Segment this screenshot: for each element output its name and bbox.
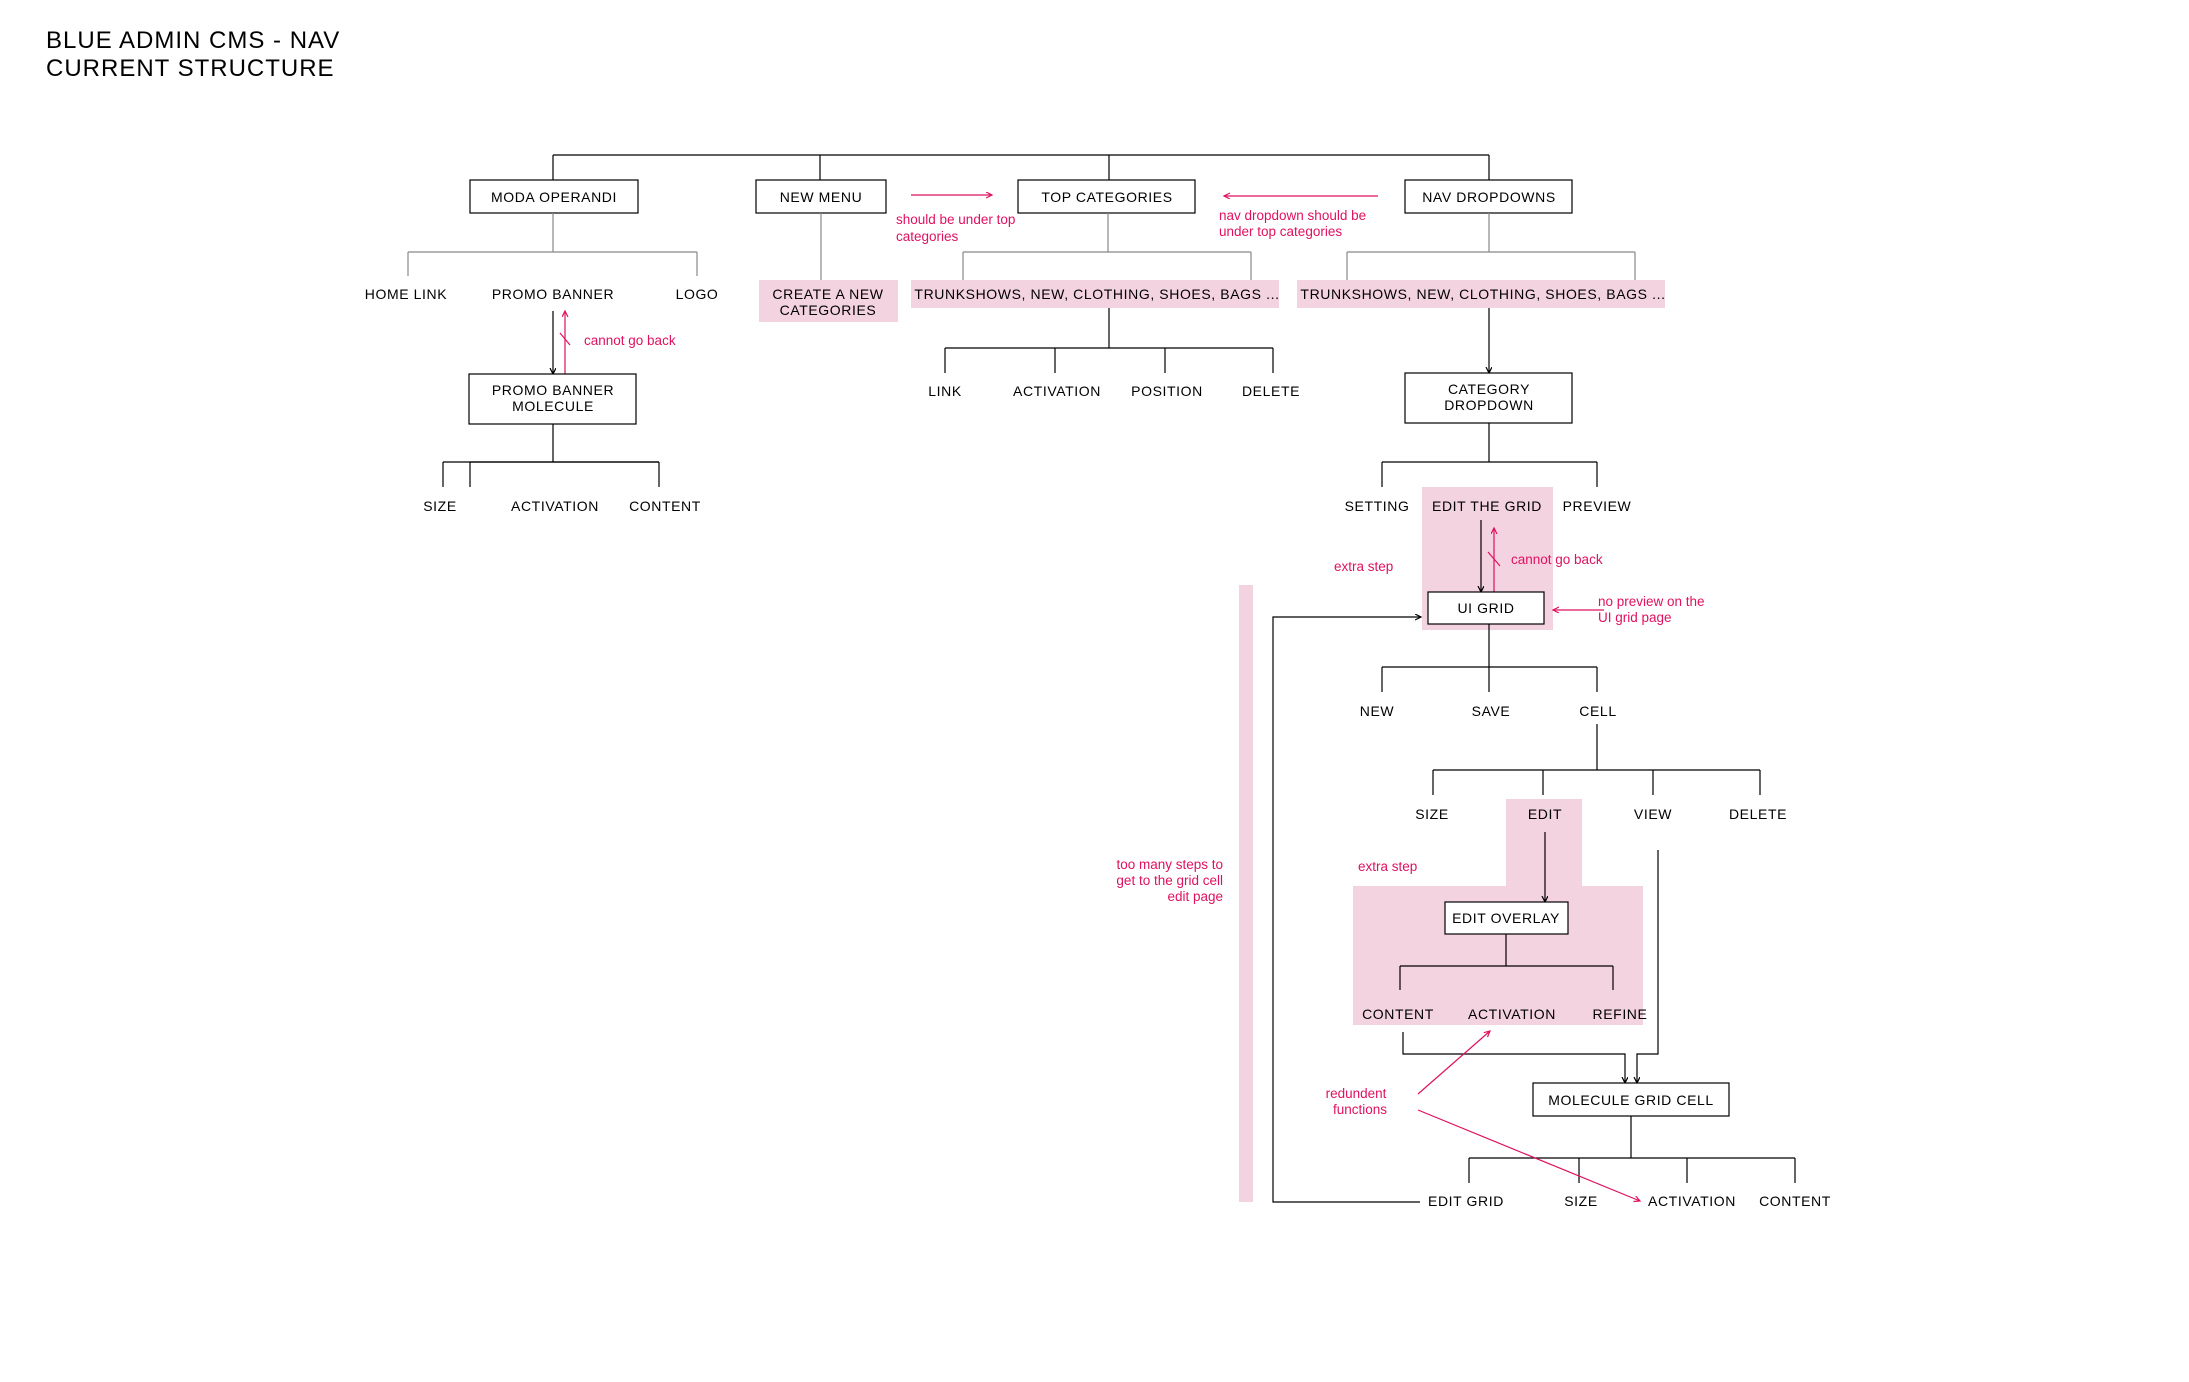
to-molecule-grid-cell-arrows — [1402, 850, 1659, 1083]
node-trunkshows-top: TRUNKSHOWS, NEW, CLOTHING, SHOES, BAGS .… — [914, 286, 1279, 302]
highlight-create-new-categories — [759, 280, 898, 322]
note-extra-step-grid: extra step — [1334, 559, 1393, 574]
node-tc-link: LINK — [928, 383, 962, 399]
node-create-new-categories-line-2: CATEGORIES — [780, 302, 877, 318]
node-pb-content: CONTENT — [629, 498, 701, 514]
top-level-nodes: MODA OPERANDI NEW MENU TOP CATEGORIES NA… — [469, 179, 1573, 214]
node-category-dropdown-line-1: CATEGORY — [1448, 381, 1530, 397]
edit-to-overlay-arrow — [1399, 832, 1614, 990]
node-cell: CELL — [1579, 703, 1616, 719]
grid-cannot-go-back-arrow — [1487, 528, 1501, 592]
top-level-connectors — [552, 154, 1490, 180]
edit-grid-loop-arrow — [1272, 617, 1421, 1203]
node-pb-size: SIZE — [423, 498, 457, 514]
note-redundant-line-1: redundent — [1326, 1086, 1387, 1101]
node-nav-dropdowns: NAV DROPDOWNS — [1422, 189, 1556, 205]
node-mgc-edit-grid: EDIT GRID — [1428, 1193, 1504, 1209]
node-mgc-activation: ACTIVATION — [1648, 1193, 1736, 1209]
node-top-categories: TOP CATEGORIES — [1041, 189, 1172, 205]
node-eo-refine: REFINE — [1593, 1006, 1648, 1022]
nav-dropdown-branch — [1381, 308, 1598, 487]
note-should-be-under-line-1: should be under top — [896, 212, 1015, 227]
promo-molecule-children-connectors — [442, 461, 659, 487]
note-cannot-go-back-promo: cannot go back — [584, 333, 676, 348]
node-box-edit-overlay — [1444, 901, 1569, 935]
node-ui-grid: UI GRID — [1457, 600, 1514, 616]
node-promo-banner: PROMO BANNER — [492, 286, 614, 302]
diagram-title-line-2: CURRENT STRUCTURE — [46, 55, 335, 82]
node-save: SAVE — [1472, 703, 1511, 719]
node-tc-delete: DELETE — [1242, 383, 1300, 399]
node-logo: LOGO — [676, 286, 719, 302]
node-eo-content: CONTENT — [1362, 1006, 1434, 1022]
node-cell-delete: DELETE — [1729, 806, 1787, 822]
node-category-dropdown-line-2: DROPDOWN — [1444, 397, 1534, 413]
note-should-be-under-line-2: categories — [896, 229, 959, 244]
node-box-moda-operandi — [469, 179, 639, 214]
note-redundant-line-2: functions — [1333, 1102, 1387, 1117]
node-create-new-categories-line-1: CREATE A NEW — [772, 286, 883, 302]
node-cell-view: VIEW — [1634, 806, 1672, 822]
node-cell-size: SIZE — [1415, 806, 1449, 822]
top-level-annotation-arrows — [911, 195, 1378, 196]
node-pb-activation: ACTIVATION — [511, 498, 599, 514]
note-too-many-steps-line-3: edit page — [1167, 889, 1223, 904]
node-molecule-grid-cell: MOLECULE GRID CELL — [1548, 1092, 1714, 1108]
node-edit-overlay: EDIT OVERLAY — [1452, 910, 1560, 926]
node-preview: PREVIEW — [1563, 498, 1632, 514]
note-nav-dropdown-line-2: under top categories — [1219, 224, 1342, 239]
node-cell-edit: EDIT — [1528, 806, 1562, 822]
ui-grid-children-connectors — [1381, 624, 1598, 692]
node-home-link: HOME LINK — [365, 286, 447, 302]
cell-children-connectors — [1432, 724, 1761, 795]
node-box-new-menu — [755, 179, 887, 214]
node-new: NEW — [1360, 703, 1395, 719]
node-box-top-categories — [1017, 179, 1196, 214]
note-extra-step-edit: extra step — [1358, 859, 1417, 874]
node-moda-operandi: MODA OPERANDI — [491, 189, 617, 205]
node-setting: SETTING — [1345, 498, 1410, 514]
node-tc-position: POSITION — [1131, 383, 1203, 399]
diagram-title-line-1: BLUE ADMIN CMS - NAV — [46, 27, 340, 54]
node-box-category-dropdown — [1404, 372, 1573, 424]
node-box-nav-dropdowns — [1404, 179, 1573, 214]
note-too-many-steps-line-2: get to the grid cell — [1116, 873, 1223, 888]
node-edit-the-grid: EDIT THE GRID — [1432, 498, 1542, 514]
node-tc-activation: ACTIVATION — [1013, 383, 1101, 399]
node-trunkshows-nav: TRUNKSHOWS, NEW, CLOTHING, SHOES, BAGS .… — [1300, 286, 1665, 302]
highlight-trunkshows-top — [911, 280, 1279, 308]
highlight-too-many-steps-bar — [1239, 585, 1253, 1202]
highlight-trunkshows-nav — [1297, 280, 1665, 308]
note-cannot-go-back-grid: cannot go back — [1511, 552, 1603, 567]
node-box-promo-banner-molecule — [468, 373, 637, 425]
molecule-grid-cell-children-connectors — [1468, 1116, 1796, 1183]
node-promo-banner-molecule-line-2: MOLECULE — [512, 398, 594, 414]
node-promo-banner-molecule-line-1: PROMO BANNER — [492, 382, 614, 398]
note-nav-dropdown-line-1: nav dropdown should be — [1219, 208, 1366, 223]
node-box-ui-grid — [1427, 591, 1545, 625]
top-categories-children-connectors — [944, 308, 1274, 373]
node-mgc-content: CONTENT — [1759, 1193, 1831, 1209]
redundant-arrows — [1417, 1031, 1640, 1201]
note-too-many-steps-line-1: too many steps to — [1116, 857, 1223, 872]
note-no-preview-line-2: UI grid page — [1598, 610, 1672, 625]
node-mgc-size: SIZE — [1564, 1193, 1598, 1209]
node-eo-activation: ACTIVATION — [1468, 1006, 1556, 1022]
note-no-preview-line-1: no preview on the — [1598, 594, 1705, 609]
promo-cannot-go-back-arrow — [559, 311, 571, 374]
second-level-connectors — [407, 213, 1636, 280]
node-new-menu: NEW MENU — [780, 189, 863, 205]
